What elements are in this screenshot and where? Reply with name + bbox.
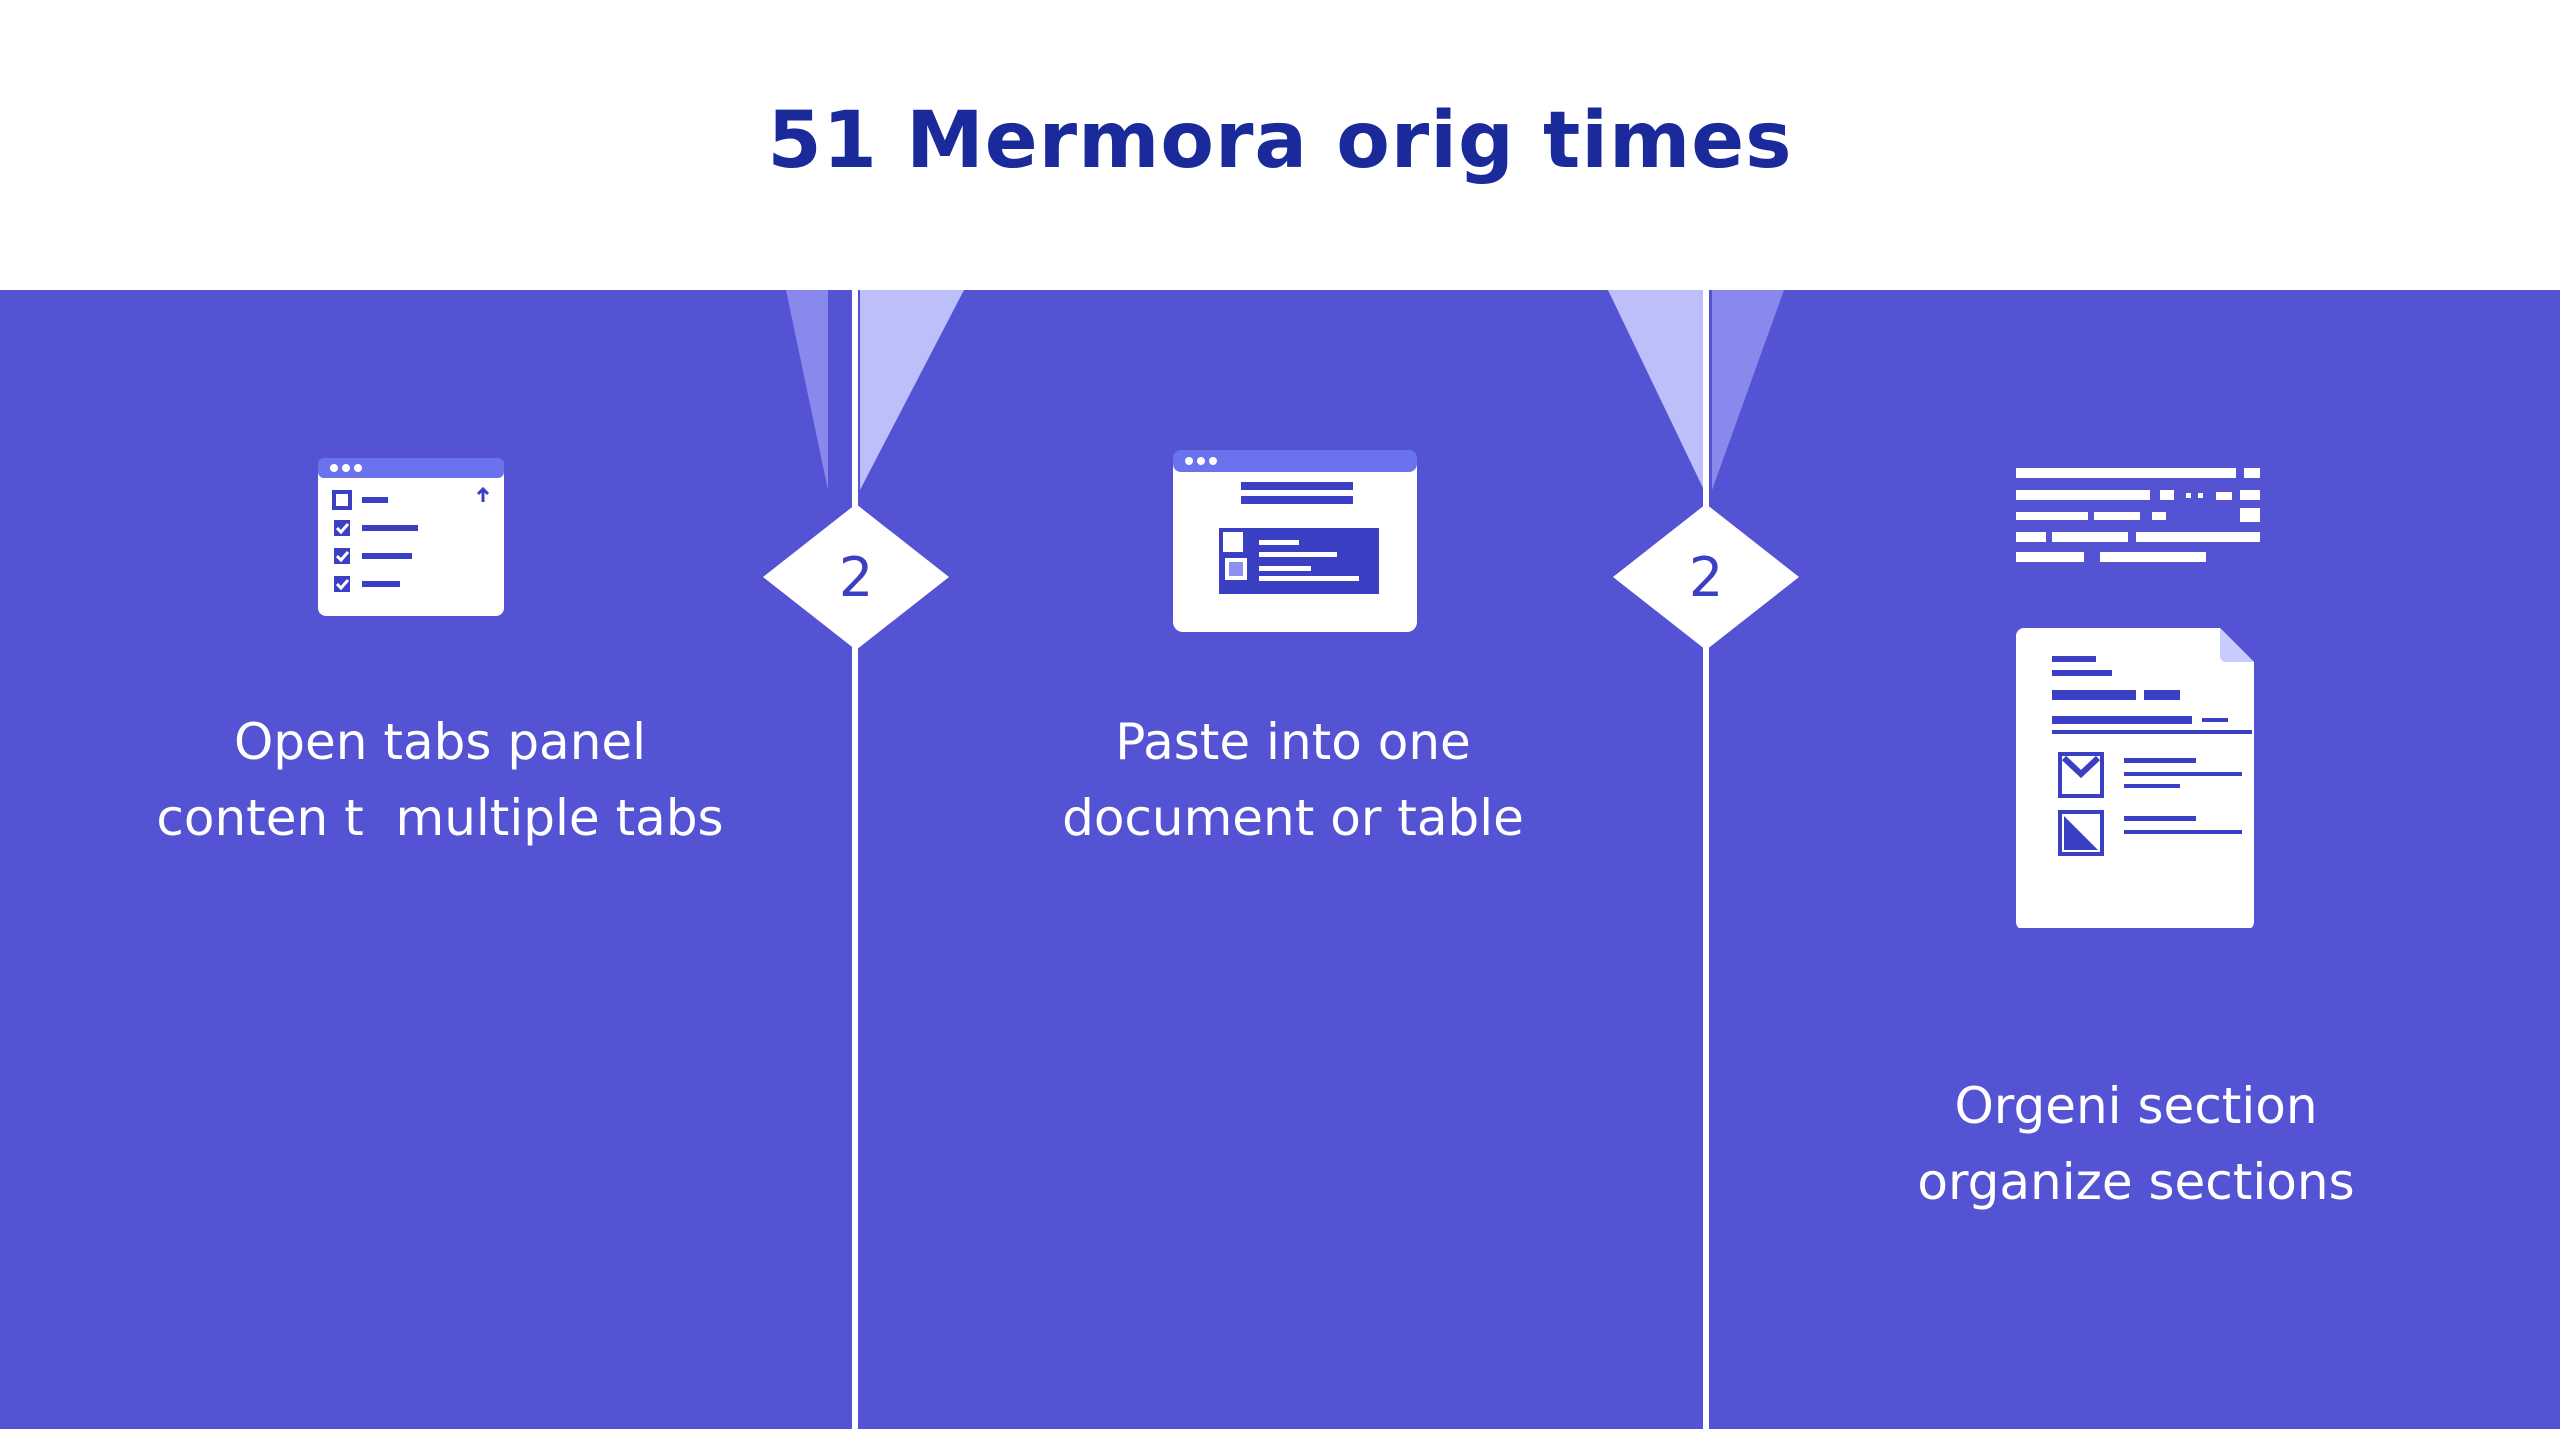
step-marker-3: 2 [1613, 504, 1799, 650]
caption-line: conten t multiple tabs [156, 789, 724, 847]
light-beam-right [1608, 290, 1784, 490]
steps-band: 2 2 [0, 290, 2560, 1429]
browser-checklist-icon [318, 458, 504, 616]
text-document-icon [2016, 468, 2260, 928]
step-marker-label: 2 [838, 545, 874, 609]
header: 51 Mermora orig times [0, 0, 2560, 290]
diamond-shape [763, 504, 949, 650]
diamond-shape [1613, 504, 1799, 650]
step-caption-2: Paste into one document or table [993, 704, 1593, 856]
step-caption-1: Open tabs panel conten t multiple tabs [140, 704, 740, 856]
light-beam-left [786, 290, 964, 490]
caption-line: organize sections [1917, 1153, 2355, 1211]
step-caption-3: Orgeni section organize sections [1836, 1068, 2436, 1220]
page-title: 51 Mermora orig times [767, 96, 1793, 186]
step-marker-label: 2 [1688, 545, 1724, 609]
step-marker-2: 2 [763, 504, 949, 650]
divider-left [852, 290, 858, 1429]
caption-line: document or table [1062, 789, 1524, 847]
browser-document-icon [1173, 450, 1417, 632]
caption-line: Orgeni section [1954, 1077, 2318, 1135]
caption-line: Paste into one [1115, 713, 1471, 771]
divider-right [1703, 290, 1709, 1429]
caption-line: Open tabs panel [233, 713, 647, 771]
